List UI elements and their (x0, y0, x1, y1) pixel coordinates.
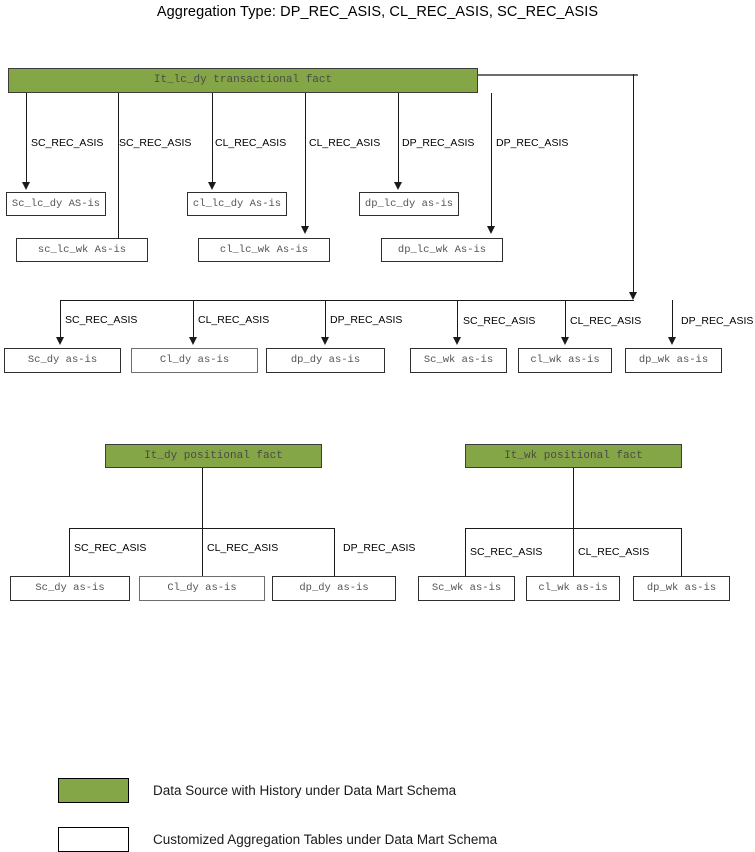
bus-drop-sc-wk (457, 300, 458, 341)
box-sc-wk-asis-positional[interactable]: Sc_wk as-is (418, 576, 515, 601)
edge-cl-lc-wk (305, 93, 306, 230)
page-title: Aggregation Type: DP_REC_ASIS, CL_REC_AS… (156, 4, 599, 20)
legend-swatch-aggregation-tables (58, 827, 129, 852)
source-box-it-wk-positional[interactable]: It_wk positional fact (465, 444, 682, 468)
box-sc-dy-asis-trans[interactable]: Sc_dy as-is (4, 348, 121, 373)
legend-label-aggregation-tables: Customized Aggregation Tables under Data… (153, 832, 498, 847)
arrowhead-sc-dy (56, 337, 64, 345)
bus-label-dp-rec-asis-dy: DP_REC_ASIS (330, 314, 403, 326)
bus-label-cl-rec-asis-dy: CL_REC_ASIS (198, 314, 270, 326)
bus-drop-sc-dy (60, 300, 61, 341)
arrowhead-cl-lc-wk (301, 226, 309, 234)
edge-source-to-bus (478, 74, 638, 76)
edge-pwk-bus (465, 528, 682, 529)
edge-sc-lc-wk (118, 93, 119, 238)
edge-pwk-right-drop (681, 528, 682, 587)
arrowhead-sc-lc-dy (22, 182, 30, 190)
arrowhead-cl-dy (189, 337, 197, 345)
edge-label-pwk-sc: SC_REC_ASIS (470, 546, 543, 558)
edge-pwk-left-drop (465, 528, 466, 587)
bus-drop-cl-wk (565, 300, 566, 341)
edge-label-dp-rec-asis-1: DP_REC_ASIS (402, 137, 475, 149)
bus-horizontal-line (60, 300, 634, 301)
box-dp-lc-dy-asis[interactable]: dp_lc_dy as-is (359, 192, 459, 216)
box-dp-wk-asis-trans[interactable]: dp_wk as-is (625, 348, 722, 373)
box-cl-lc-wk-asis[interactable]: cl_lc_wk As-is (198, 238, 330, 262)
box-cl-dy-asis-positional[interactable]: Cl_dy as-is (139, 576, 265, 601)
source-box-it-dy-positional[interactable]: It_dy positional fact (105, 444, 322, 468)
edge-cl-lc-dy (212, 93, 213, 186)
edge-label-sc-rec-asis-2: SC_REC_ASIS (119, 137, 192, 149)
arrowhead-dp-lc-dy (394, 182, 402, 190)
box-cl-lc-dy-asis[interactable]: cl_lc_dy As-is (187, 192, 287, 216)
edge-dp-lc-dy (398, 93, 399, 186)
edge-label-pdy-cl: CL_REC_ASIS (207, 542, 279, 554)
edge-pwk-center-drop (573, 468, 574, 587)
box-dp-dy-asis-trans[interactable]: dp_dy as-is (266, 348, 385, 373)
bus-label-cl-rec-asis-wk: CL_REC_ASIS (570, 315, 642, 327)
box-sc-wk-asis-trans[interactable]: Sc_wk as-is (410, 348, 507, 373)
legend-swatch-data-source (58, 778, 129, 803)
edge-long-drop (633, 74, 634, 298)
arrowhead-sc-wk (453, 337, 461, 345)
source-box-it-lc-dy[interactable]: It_lc_dy transactional fact (8, 68, 478, 93)
arrowhead-cl-wk (561, 337, 569, 345)
box-sc-lc-wk-asis[interactable]: sc_lc_wk As-is (16, 238, 148, 262)
arrowhead-dp-lc-wk (487, 226, 495, 234)
edge-label-pdy-sc: SC_REC_ASIS (74, 542, 147, 554)
bus-drop-dp-dy (325, 300, 326, 341)
box-sc-dy-asis-positional[interactable]: Sc_dy as-is (10, 576, 130, 601)
box-cl-wk-asis-positional[interactable]: cl_wk as-is (526, 576, 620, 601)
bus-drop-dp-wk (672, 300, 673, 341)
bus-label-sc-rec-asis-wk: SC_REC_ASIS (463, 315, 536, 327)
box-dp-wk-asis-positional[interactable]: dp_wk as-is (633, 576, 730, 601)
edge-dp-lc-wk (491, 93, 492, 230)
edge-pdy-right-drop (334, 528, 335, 587)
box-cl-dy-asis-trans[interactable]: Cl_dy as-is (131, 348, 258, 373)
arrowhead-cl-lc-dy (208, 182, 216, 190)
edge-sc-lc-dy (26, 93, 27, 186)
edge-label-dp-rec-asis-2: DP_REC_ASIS (496, 137, 569, 149)
arrowhead-bus-entry (629, 292, 637, 300)
edge-pdy-center-drop (202, 468, 203, 587)
edge-label-pdy-dp: DP_REC_ASIS (343, 542, 416, 554)
bus-drop-cl-dy (193, 300, 194, 341)
box-sc-lc-dy-asis[interactable]: Sc_lc_dy AS-is (6, 192, 106, 216)
edge-label-cl-rec-asis-2: CL_REC_ASIS (309, 137, 381, 149)
edge-pdy-bus (69, 528, 334, 529)
edge-label-pwk-cl: CL_REC_ASIS (578, 546, 650, 558)
arrowhead-dp-dy (321, 337, 329, 345)
arrowhead-dp-wk (668, 337, 676, 345)
bus-label-sc-rec-asis-dy: SC_REC_ASIS (65, 314, 138, 326)
legend-label-data-source: Data Source with History under Data Mart… (153, 783, 457, 798)
edge-label-sc-rec-asis-1: SC_REC_ASIS (31, 137, 104, 149)
box-dp-dy-asis-positional[interactable]: dp_dy as-is (272, 576, 396, 601)
bus-label-dp-rec-asis-wk: DP_REC_ASIS (681, 315, 754, 327)
edge-pdy-left-drop (69, 528, 70, 587)
edge-label-cl-rec-asis-1: CL_REC_ASIS (215, 137, 287, 149)
box-dp-lc-wk-asis[interactable]: dp_lc_wk As-is (381, 238, 503, 262)
box-cl-wk-asis-trans[interactable]: cl_wk as-is (518, 348, 612, 373)
